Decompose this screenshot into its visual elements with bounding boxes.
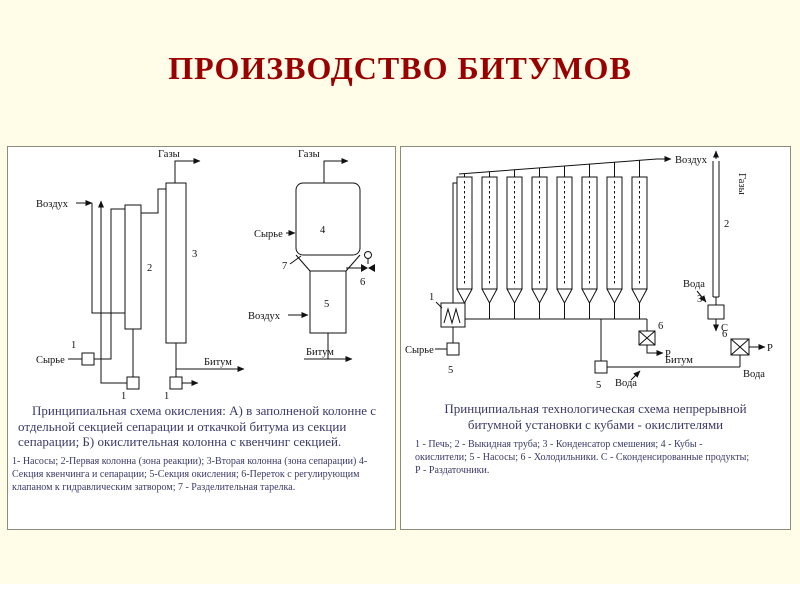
air-label-b: Воздух xyxy=(248,311,281,322)
air-label: Воздух xyxy=(675,155,708,166)
cooler-number: 6 xyxy=(658,321,663,332)
section-number: 4 xyxy=(320,225,326,236)
gas-pipe-b xyxy=(323,158,349,183)
slide-title: ПРОИЗВОДСТВО БИТУМОВ xyxy=(168,50,632,86)
column-3-separation-zone xyxy=(165,182,187,344)
feed-label: Сырье xyxy=(405,345,434,356)
pipe xyxy=(91,203,125,314)
section-number: 5 xyxy=(324,299,329,310)
air-header-pipe xyxy=(458,156,672,175)
bottom-strip xyxy=(0,584,800,600)
funnel-line xyxy=(295,254,311,272)
pump-1-bitumen xyxy=(169,376,183,390)
cube-funnel xyxy=(606,288,623,305)
left-diagram-panel: Воздух Сырье 1 2 3 Газы 1 xyxy=(7,146,396,530)
funnel-line xyxy=(345,254,361,272)
cooler-cross-icon xyxy=(730,338,750,356)
water-label-right: Вода xyxy=(743,369,765,380)
cube-funnel xyxy=(481,288,498,305)
column-number: 3 xyxy=(192,249,197,260)
furnace-1 xyxy=(440,302,466,328)
cube-funnel xyxy=(581,288,598,305)
cube-funnel xyxy=(631,288,648,305)
air-label-a: Воздух xyxy=(36,199,69,210)
pump-1-recycle xyxy=(126,376,140,390)
cube-funnel xyxy=(556,288,573,305)
bitumen-label-a: Битум xyxy=(204,357,232,368)
recycle-pipe xyxy=(98,200,127,384)
valve-icon xyxy=(368,264,375,272)
oxidation-scheme-a: Воздух Сырье 1 2 3 Газы 1 xyxy=(36,149,245,401)
pipe xyxy=(94,208,125,360)
bitumen-label: Битум xyxy=(665,355,693,366)
column-2-reaction-zone xyxy=(124,204,142,330)
pump-1-feed xyxy=(81,352,95,366)
left-legend: 1- Насосы; 2-Первая колонна (зона реакци… xyxy=(12,455,368,493)
condensate-label: С xyxy=(721,323,728,334)
furnace-number: 1 xyxy=(429,292,434,303)
valve-actuator-icon xyxy=(364,251,372,259)
gases-label: Газы xyxy=(736,173,747,195)
feed-label-a: Сырье xyxy=(36,355,65,366)
pump-number: 1 xyxy=(164,391,169,401)
transfer-pipe xyxy=(141,188,166,214)
cube-funnel xyxy=(506,288,523,305)
quench-separation-section-4 xyxy=(295,182,361,256)
leader-line xyxy=(435,301,443,309)
cube-funnel xyxy=(531,288,548,305)
cube-funnel xyxy=(456,288,473,305)
gases-label-b: Газы xyxy=(298,149,320,160)
condenser-number: 3 xyxy=(697,294,702,305)
stack-number: 2 xyxy=(724,219,729,230)
right-diagram-panel: Воздух Сырье 5 1 5 Битум 6 xyxy=(400,146,791,530)
pump-number: 1 xyxy=(121,391,126,401)
left-caption: Принципиальная схема окисления: А) в зап… xyxy=(18,403,377,450)
water-pipe xyxy=(696,290,707,303)
left-diagram: Воздух Сырье 1 2 3 Газы 1 xyxy=(36,149,375,401)
pipe xyxy=(646,345,664,356)
oxidation-section-5 xyxy=(309,270,347,334)
right-diagram: Воздух Сырье 5 1 5 Битум 6 xyxy=(405,150,773,391)
dispenser-label: Р xyxy=(767,343,773,354)
furnace-coil-icon xyxy=(443,307,461,325)
cooler-cross-icon xyxy=(638,330,656,346)
oxidizer-cubes xyxy=(456,160,648,319)
mixing-condenser-3 xyxy=(707,304,725,320)
pump-number: 5 xyxy=(448,365,453,376)
water-label-top: Вода xyxy=(683,279,705,290)
cooler-number: 6 xyxy=(722,329,727,340)
water-pipe xyxy=(630,370,641,381)
leader-line xyxy=(289,255,302,265)
pump-number: 5 xyxy=(596,380,601,391)
right-caption: Принципиальная технологическая схема неп… xyxy=(444,401,747,432)
feed-label-b: Сырье xyxy=(254,229,283,240)
dispenser-label: Р xyxy=(665,349,671,360)
right-legend: 1 - Печь; 2 - Выкидная труба; 3 - Конден… xyxy=(415,439,750,477)
column-number: 2 xyxy=(147,263,152,274)
bitumen-label-b: Битум xyxy=(306,347,334,358)
gases-label-a: Газы xyxy=(158,149,180,160)
water-label-mid: Вода xyxy=(615,378,637,389)
pump-5-bitumen xyxy=(594,360,608,374)
tray-number: 7 xyxy=(282,261,287,272)
oxidation-scheme-b: Газы 4 Сырье 7 5 6 Воздух xyxy=(248,149,375,362)
gas-pipe-a xyxy=(174,158,201,183)
overflow-number: 6 xyxy=(360,277,365,288)
valve-icon xyxy=(361,264,368,272)
pump-number: 1 xyxy=(71,340,76,351)
pump-5-feed xyxy=(446,342,460,356)
pipe xyxy=(452,182,457,303)
